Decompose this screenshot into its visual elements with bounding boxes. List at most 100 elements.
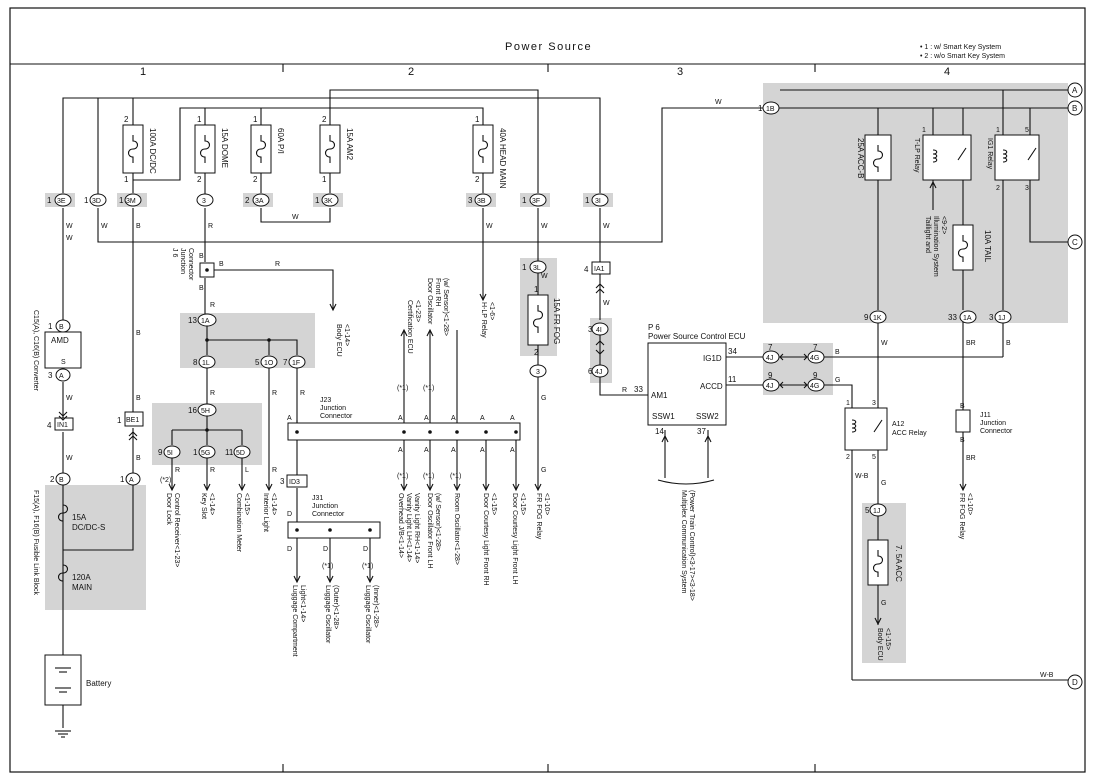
svg-text:Door Oscillator: Door Oscillator [426,278,433,325]
svg-text:R: R [300,390,305,397]
svg-text:5G: 5G [201,450,210,457]
svg-text:G: G [541,395,546,402]
svg-text:Junction: Junction [179,248,186,274]
svg-text:9: 9 [768,371,773,380]
destination-labels: Body ECU <1-14> Door Lock Control Receiv… [160,278,973,657]
svg-text:Illumination System: Illumination System [932,216,939,277]
svg-text:J 6: J 6 [171,248,178,257]
svg-text:S: S [61,359,66,366]
fuse-40a-head-main: 12 40A HEAD MAIN [472,115,507,189]
fuse-15a-dome: 12 15A DOME [194,115,229,184]
svg-text:1: 1 [996,127,1000,134]
svg-text:A: A [510,415,515,422]
svg-text:BE1: BE1 [126,417,139,424]
svg-text:Combination Meter: Combination Meter [235,493,242,553]
svg-text:5D: 5D [236,450,245,457]
svg-text:W: W [66,455,73,462]
junction-j11: B J11 Junction Connector B [955,403,1013,444]
svg-text:120A: 120A [72,573,91,582]
svg-text:W-B: W-B [1040,672,1054,679]
svg-text:1O: 1O [264,360,274,367]
connector-be1: BE1 1 [117,411,144,427]
svg-text:4G: 4G [810,355,819,362]
svg-text:1: 1 [119,196,124,205]
svg-text:R: R [210,467,215,474]
svg-text:Battery: Battery [86,679,111,688]
svg-text:1: 1 [193,448,198,457]
svg-text:Connector: Connector [980,428,1013,435]
svg-text:BR: BR [966,455,976,462]
junction-1a: 1A 13 1L 8 1O 5 1F 7 [188,313,306,369]
svg-text:Luggage Compartment: Luggage Compartment [291,585,298,657]
svg-text:3: 3 [280,477,285,486]
svg-text:15A DOME: 15A DOME [220,128,229,168]
svg-text:14: 14 [655,427,664,436]
svg-text:2: 2 [50,475,55,484]
column-label: 1 [140,66,146,78]
svg-text:7: 7 [813,343,818,352]
svg-text:R: R [210,390,215,397]
svg-text:7. 5A ACC: 7. 5A ACC [894,545,903,582]
svg-text:1: 1 [758,104,763,113]
svg-text:15A FR FOG: 15A FR FOG [552,298,561,344]
diagram-title: Power Source [505,41,592,53]
svg-text:Door Lock: Door Lock [165,493,172,525]
svg-text:1: 1 [117,416,122,425]
svg-text:Body ECU: Body ECU [876,628,883,661]
svg-text:(w/ Sensor)<1-28>: (w/ Sensor)<1-28> [434,493,441,551]
svg-text:5: 5 [1025,127,1029,134]
svg-text:2: 2 [996,185,1000,192]
svg-text:(*1): (*1) [362,563,373,570]
svg-text:R: R [272,467,277,474]
svg-text:Overhead J/B<1-14>: Overhead J/B<1-14> [397,493,404,558]
svg-text:<1-10>: <1-10> [543,493,550,515]
svg-text:3F: 3F [532,198,540,205]
svg-text:1: 1 [534,285,539,294]
svg-text:B: B [59,477,64,484]
battery: Battery [44,654,111,738]
svg-text:R: R [208,223,213,230]
svg-text:(Outer)<1-28>: (Outer)<1-28> [332,585,339,629]
svg-text:(*1): (*1) [450,473,461,480]
svg-text:ACCD: ACCD [700,382,723,391]
svg-text:D: D [287,511,292,518]
svg-text:3: 3 [536,369,540,376]
svg-text:Key Slot: Key Slot [200,493,207,519]
connector-in1: IN1 4 [47,417,74,431]
svg-text:2: 2 [253,175,258,184]
svg-text:<1-14>: <1-14> [270,493,277,515]
fuse-60a-pi: 12 60A P/I [250,115,285,184]
svg-text:3M: 3M [126,198,136,205]
svg-text:A: A [451,447,456,454]
svg-text:10A TAIL: 10A TAIL [983,230,992,263]
svg-text:2: 2 [534,348,539,357]
svg-text:4I: 4I [596,327,602,334]
svg-text:Junction: Junction [312,503,338,510]
svg-text:33: 33 [948,313,957,322]
svg-text:6: 6 [588,367,593,376]
svg-text:1L: 1L [202,360,210,367]
svg-text:B: B [136,330,141,337]
svg-text:B: B [960,437,965,444]
svg-text:2: 2 [322,115,327,124]
svg-text:BR: BR [966,340,976,347]
connector-ia1-4i-4j: IA1 4 4I 3 4J 6 [58,261,611,441]
svg-text:25A ACC-B: 25A ACC-B [856,138,865,178]
svg-text:B: B [835,349,840,356]
svg-text:W: W [715,99,722,106]
power-source-control-ecu: P 6 Power Source Control ECU IG1D ACCD A… [634,323,746,436]
svg-text:11: 11 [225,448,234,457]
svg-text:3L: 3L [533,265,541,272]
svg-text:1: 1 [922,127,926,134]
relay-block-right [763,83,1068,323]
svg-text:<1-6>: <1-6> [488,302,495,320]
fuse-75a-acc: 1J 5 7. 5A ACC Body ECU <1-15> [865,503,903,661]
svg-text:16: 16 [188,406,197,415]
svg-text:3: 3 [588,325,593,334]
wire-color-labels: W W B R W W W W W R B B B R W W W B B B … [66,99,1054,679]
svg-text:A12: A12 [892,421,905,428]
svg-text:A: A [424,415,429,422]
svg-text:Junction: Junction [320,405,346,412]
svg-text:<1-10>: <1-10> [966,493,973,515]
